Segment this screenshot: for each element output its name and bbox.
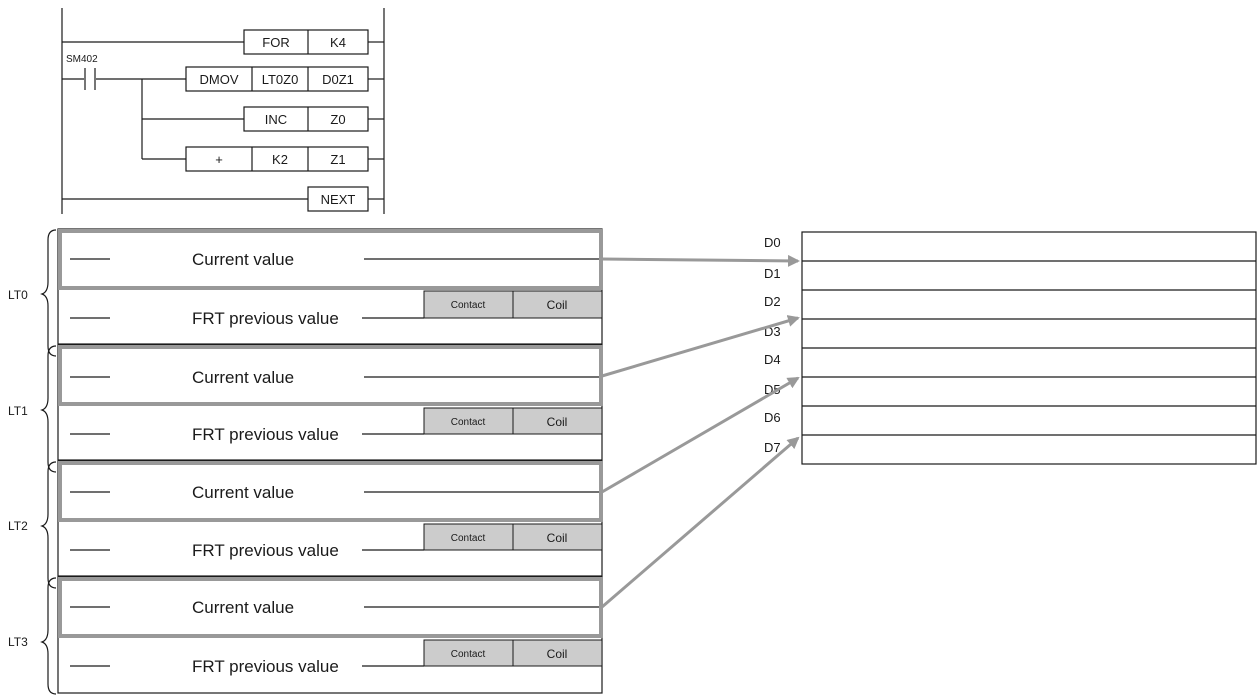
instruction-cell: FOR [262,35,289,50]
arrow-lt1-to-d2 [601,315,800,378]
brace-lt2 [40,461,57,589]
arrow-lt2-to-d4 [601,376,800,494]
timer-block-lt2: LT2 Current value FRT previous value Con… [8,460,603,589]
arrow-lt0-to-d0 [601,254,800,267]
coil-label: Coil [547,415,568,429]
operand-cell: Z1 [330,152,345,167]
coil-cell [512,523,603,551]
register-label: D1 [764,266,781,281]
current-value-label: Current value [192,368,294,387]
operand-cell: LT0Z0 [262,72,299,87]
current-value-highlight [58,577,603,638]
timer-label: LT1 [8,404,28,418]
ladder-program: FOR K4 SM402 DMOV LT0Z0 D0Z1 INC [61,8,385,214]
current-value-label: Current value [192,483,294,502]
register-label: D2 [764,294,781,309]
contact-cell [423,523,514,551]
arrow-lt3-to-d6 [601,436,800,609]
instruction-cell: INC [265,112,287,127]
timer-label: LT0 [8,288,28,302]
register-label: D4 [764,352,781,367]
coil-cell [512,639,603,667]
instruction-cell: NEXT [321,192,356,207]
frt-previous-value-label: FRT previous value [192,657,339,676]
current-value-highlight [58,229,603,290]
contact-cell [423,407,514,435]
brace-lt1 [40,345,57,473]
contact-label: Contact [451,649,486,660]
instruction-cell: DMOV [200,72,239,87]
timer-block-lt3: LT3 Current value FRT previous value Con… [8,576,603,695]
timer-label: LT2 [8,519,28,533]
contact-label: Contact [451,533,486,544]
brace-lt0 [40,229,57,357]
frt-previous-value-label: FRT previous value [192,425,339,444]
operand-cell: D0Z1 [322,72,354,87]
coil-label: Coil [547,298,568,312]
ladder-rung-dmov: SM402 DMOV LT0Z0 D0Z1 [62,54,384,92]
coil-label: Coil [547,647,568,661]
timer-block-lt0: LT0 Current value FRT previous value Con… [8,228,603,357]
register-label: D6 [764,410,781,425]
frt-previous-value-label: FRT previous value [192,309,339,328]
ladder-rung-for: FOR K4 [62,29,384,55]
current-value-highlight [58,345,603,406]
operand-cell: K4 [330,35,346,50]
current-value-label: Current value [192,598,294,617]
coil-cell [512,290,603,319]
contact-label: Contact [451,300,486,311]
timer-label: LT3 [8,635,28,649]
frt-previous-value-label: FRT previous value [192,541,339,560]
instruction-box-dmov [185,66,369,92]
timer-block-lt1: LT1 Current value FRT previous value Con… [8,344,603,473]
coil-cell [512,407,603,435]
ladder-rung-inc: INC Z0 [142,106,384,132]
operand-cell: Z0 [330,112,345,127]
instruction-box-next [307,186,369,212]
contact-label: Contact [451,417,486,428]
coil-label: Coil [547,531,568,545]
data-register-table: D0 D1 D2 D3 D4 D5 D6 D7 [764,231,1257,465]
instruction-box-inc [243,106,369,132]
ladder-rung-add: + K2 Z1 [142,146,384,172]
ladder-rung-next: NEXT [62,186,384,212]
register-label: D0 [764,235,781,250]
register-label: D5 [764,382,781,397]
transfer-arrows [601,254,800,609]
current-value-label: Current value [192,250,294,269]
contact-cell [423,639,514,667]
instruction-box-add [185,146,369,172]
instruction-box-for [243,29,369,55]
operand-cell: K2 [272,152,288,167]
register-label: D7 [764,440,781,455]
instruction-cell: + [215,152,223,167]
contact-label: SM402 [66,54,98,65]
current-value-highlight [58,461,603,522]
brace-lt3 [40,577,57,695]
